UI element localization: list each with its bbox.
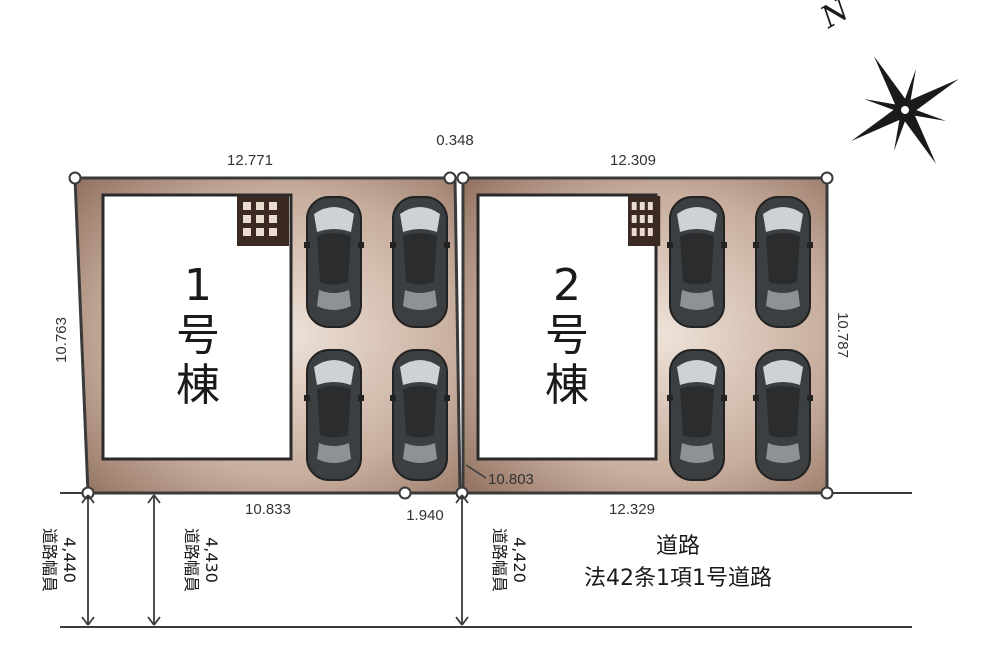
lot-2: 2 号 棟	[461, 176, 829, 495]
road-law: 法42条1項1号道路	[584, 566, 772, 591]
dim-right-lot2: 10.787	[834, 312, 851, 358]
compass-north-label: N	[814, 0, 857, 36]
road-width-arrows	[81, 494, 469, 626]
boundary-markers	[68, 171, 834, 500]
dim-top-gap: 0.348	[436, 132, 474, 149]
road-width-3-value: 4,420	[510, 537, 529, 583]
building-2-number: 2	[553, 260, 581, 311]
road-name: 道路	[656, 534, 700, 559]
parking-space	[752, 196, 814, 328]
parking-space	[303, 349, 365, 481]
parking-space	[389, 349, 451, 481]
parking-space	[752, 349, 814, 481]
building-2	[476, 193, 658, 461]
dim-divider: 10.803	[488, 471, 534, 488]
lot-1: 1 号 棟	[73, 176, 462, 495]
road-width-1-value: 4,440	[60, 537, 79, 583]
dim-bottom-mid: 1.940	[406, 507, 444, 524]
parking-space	[389, 196, 451, 328]
building-1-to: 棟	[176, 360, 220, 411]
parking-space	[666, 196, 728, 328]
compass-rose-icon	[851, 56, 959, 164]
road-width-2-label: 道路幅員	[182, 528, 201, 592]
building-2-to: 棟	[545, 360, 589, 411]
dim-bottom-lot1: 10.833	[245, 501, 291, 518]
road-width-1-label: 道路幅員	[40, 528, 59, 592]
dim-top-lot1: 12.771	[227, 152, 273, 169]
grid-icon	[237, 196, 289, 246]
building-1-number: 1	[184, 260, 212, 311]
building-1-go: 号	[176, 310, 220, 361]
grid-icon	[628, 196, 661, 246]
road-width-3-label: 道路幅員	[490, 528, 509, 592]
dim-bottom-lot2: 12.329	[609, 501, 655, 518]
dim-left-lot1: 10.763	[53, 317, 70, 363]
parking-space	[303, 196, 365, 328]
parking-space	[666, 349, 728, 481]
dim-top-lot2: 12.309	[610, 152, 656, 169]
road-width-2-value: 4,430	[202, 537, 221, 583]
building-2-go: 号	[545, 310, 589, 361]
